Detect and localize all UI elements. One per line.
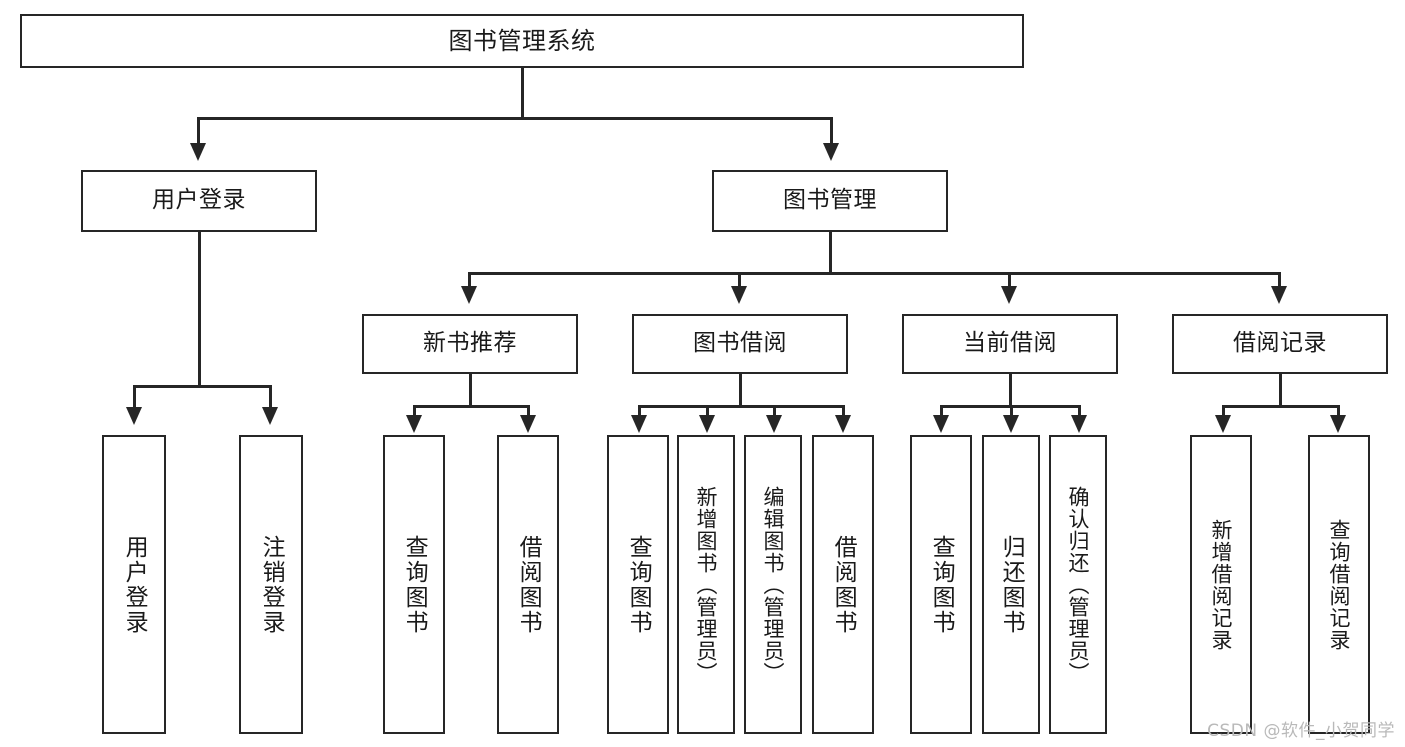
node-leaf-borrow-do-borrow[interactable]: 借阅图书 [812,435,874,734]
connector-bb-bus [638,405,844,408]
csdn-watermark: CSDN @软件_小贺同学 [1207,721,1395,741]
node-label: 查询图书 [928,534,955,635]
connector-br-drop-1 [1222,405,1225,417]
node-label: 借阅图书 [515,534,542,635]
arrow-to-leaf-user-logout [262,407,278,425]
connector-user-login-drop-2 [269,385,272,409]
node-leaf-recommend-borrow-book[interactable]: 借阅图书 [497,435,559,734]
node-label: 归还图书 [998,534,1025,635]
connector-nbr-bus [413,405,529,408]
node-leaf-borrow-query-book[interactable]: 查询图书 [607,435,669,734]
arrow-to-leaf-borrow-do [835,415,851,433]
node-label: 编辑图书（管理员） [761,485,786,684]
node-label: 查询图书 [625,534,652,635]
node-current-borrow[interactable]: 当前借阅 [902,314,1118,374]
arrow-to-leaf-rec-borrow [520,415,536,433]
arrow-to-leaf-record-query [1330,415,1346,433]
node-label: 查询图书 [401,534,428,635]
arrow-to-book-management [823,143,839,161]
arrow-to-current-borrow [1001,286,1017,304]
node-label: 图书管理系统 [448,26,596,55]
connector-user-login-drop-1 [133,385,136,409]
connector-nbr-stem [469,374,472,407]
node-label: 确认归还（管理员） [1066,485,1091,684]
node-label: 查询借阅记录 [1327,518,1352,651]
node-label: 用户登录 [121,534,148,635]
connector-book-management-stem [829,232,832,274]
connector-cb-drop-2 [1010,405,1013,417]
connector-root-drop-left [197,117,200,145]
arrow-to-leaf-borrow-edit [766,415,782,433]
connector-nbr-drop-1 [413,405,416,417]
node-book-management[interactable]: 图书管理 [712,170,948,232]
arrow-to-leaf-user-login [126,407,142,425]
arrow-to-leaf-record-add [1215,415,1231,433]
arrow-to-leaf-rec-query [406,415,422,433]
node-label: 新书推荐 [423,330,517,357]
connector-br-bus [1222,405,1339,408]
node-label: 借阅记录 [1233,330,1327,357]
connector-bb-drop-3 [773,405,776,417]
arrow-to-new-book-recommend [461,286,477,304]
node-label: 图书管理 [783,187,877,214]
connector-user-login-stem [198,232,201,387]
connector-book-management-bus [468,272,1280,275]
connector-bm-drop-4 [1278,272,1281,288]
arrow-to-leaf-cur-query [933,415,949,433]
arrow-to-leaf-borrow-query [631,415,647,433]
node-label: 借阅图书 [830,534,857,635]
connector-cb-stem [1009,374,1012,407]
connector-root-bus [197,117,833,120]
node-leaf-current-query-book[interactable]: 查询图书 [910,435,972,734]
node-label: 用户登录 [152,187,246,214]
node-leaf-user-logout[interactable]: 注销登录 [239,435,303,734]
arrow-to-leaf-cur-confirm [1071,415,1087,433]
node-leaf-borrow-add-book-admin[interactable]: 新增图书（管理员） [677,435,735,734]
connector-bb-drop-4 [842,405,845,417]
node-leaf-current-return-book[interactable]: 归还图书 [982,435,1040,734]
arrow-to-book-borrow [731,286,747,304]
node-leaf-record-add-record[interactable]: 新增借阅记录 [1190,435,1252,734]
connector-bb-drop-2 [706,405,709,417]
node-label: 新增借阅记录 [1209,518,1234,651]
node-root-book-management-system[interactable]: 图书管理系统 [20,14,1024,68]
connector-bm-drop-3 [1008,272,1011,288]
node-label: 当前借阅 [963,330,1057,357]
arrow-to-leaf-borrow-add [699,415,715,433]
node-leaf-borrow-edit-book-admin[interactable]: 编辑图书（管理员） [744,435,802,734]
connector-cb-drop-3 [1078,405,1081,417]
connector-user-login-bus [133,385,271,388]
connector-bb-drop-1 [638,405,641,417]
arrow-to-user-login [190,143,206,161]
connector-root-drop-right [830,117,833,145]
node-new-book-recommend[interactable]: 新书推荐 [362,314,578,374]
node-label: 新增图书（管理员） [694,485,719,684]
arrow-to-borrow-record [1271,286,1287,304]
connector-bb-stem [739,374,742,407]
node-leaf-record-query-record[interactable]: 查询借阅记录 [1308,435,1370,734]
connector-bm-drop-1 [468,272,471,288]
arrow-to-leaf-cur-return [1003,415,1019,433]
connector-root-stem [521,68,524,119]
node-leaf-current-confirm-return-admin[interactable]: 确认归还（管理员） [1049,435,1107,734]
node-label: 注销登录 [258,534,285,635]
node-leaf-recommend-query-book[interactable]: 查询图书 [383,435,445,734]
node-user-login[interactable]: 用户登录 [81,170,317,232]
node-label: 图书借阅 [693,330,787,357]
connector-br-drop-2 [1337,405,1340,417]
node-borrow-record[interactable]: 借阅记录 [1172,314,1388,374]
connector-bm-drop-2 [738,272,741,288]
connector-nbr-drop-2 [527,405,530,417]
connector-cb-drop-1 [940,405,943,417]
connector-br-stem [1279,374,1282,407]
node-book-borrow[interactable]: 图书借阅 [632,314,848,374]
node-leaf-user-login[interactable]: 用户登录 [102,435,166,734]
